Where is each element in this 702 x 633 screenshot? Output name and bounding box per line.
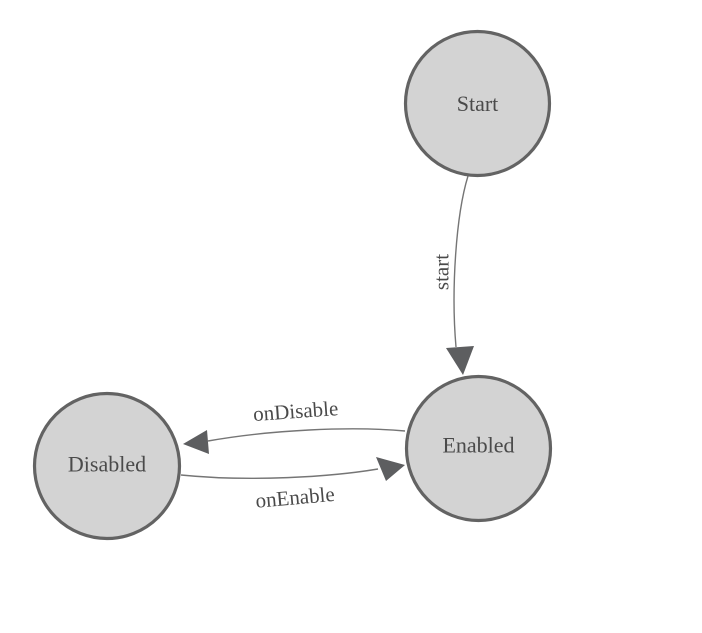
edge-label-start: start — [429, 254, 453, 290]
state-node-disabled: Disabled — [32, 391, 182, 541]
start-to-enabled-arrowhead-icon — [446, 346, 474, 375]
disabled-node-circle — [32, 391, 182, 541]
start-node-circle — [403, 29, 552, 178]
state-node-start: Start — [403, 29, 552, 178]
enabled-node-label: Enabled — [442, 432, 514, 457]
disabled-node-label: Disabled — [68, 451, 146, 476]
disabled-to-enabled-line — [180, 468, 379, 480]
transition-start-to-enabled: start — [429, 175, 474, 375]
enabled-to-disabled-arrowhead-icon — [183, 430, 209, 454]
start-node-label: Start — [457, 91, 499, 116]
disabled-to-enabled-arrowhead-icon — [376, 457, 405, 481]
state-node-enabled: Enabled — [404, 374, 553, 523]
edge-label-ondisable: onDisable — [252, 396, 339, 426]
edge-label-onenable: onEnable — [254, 482, 335, 513]
enabled-to-disabled-line — [207, 428, 406, 442]
enabled-node-circle — [404, 374, 553, 523]
start-to-enabled-line — [453, 175, 469, 348]
transition-enabled-to-disabled: onDisable — [183, 396, 406, 454]
transition-disabled-to-enabled: onEnable — [180, 457, 405, 513]
